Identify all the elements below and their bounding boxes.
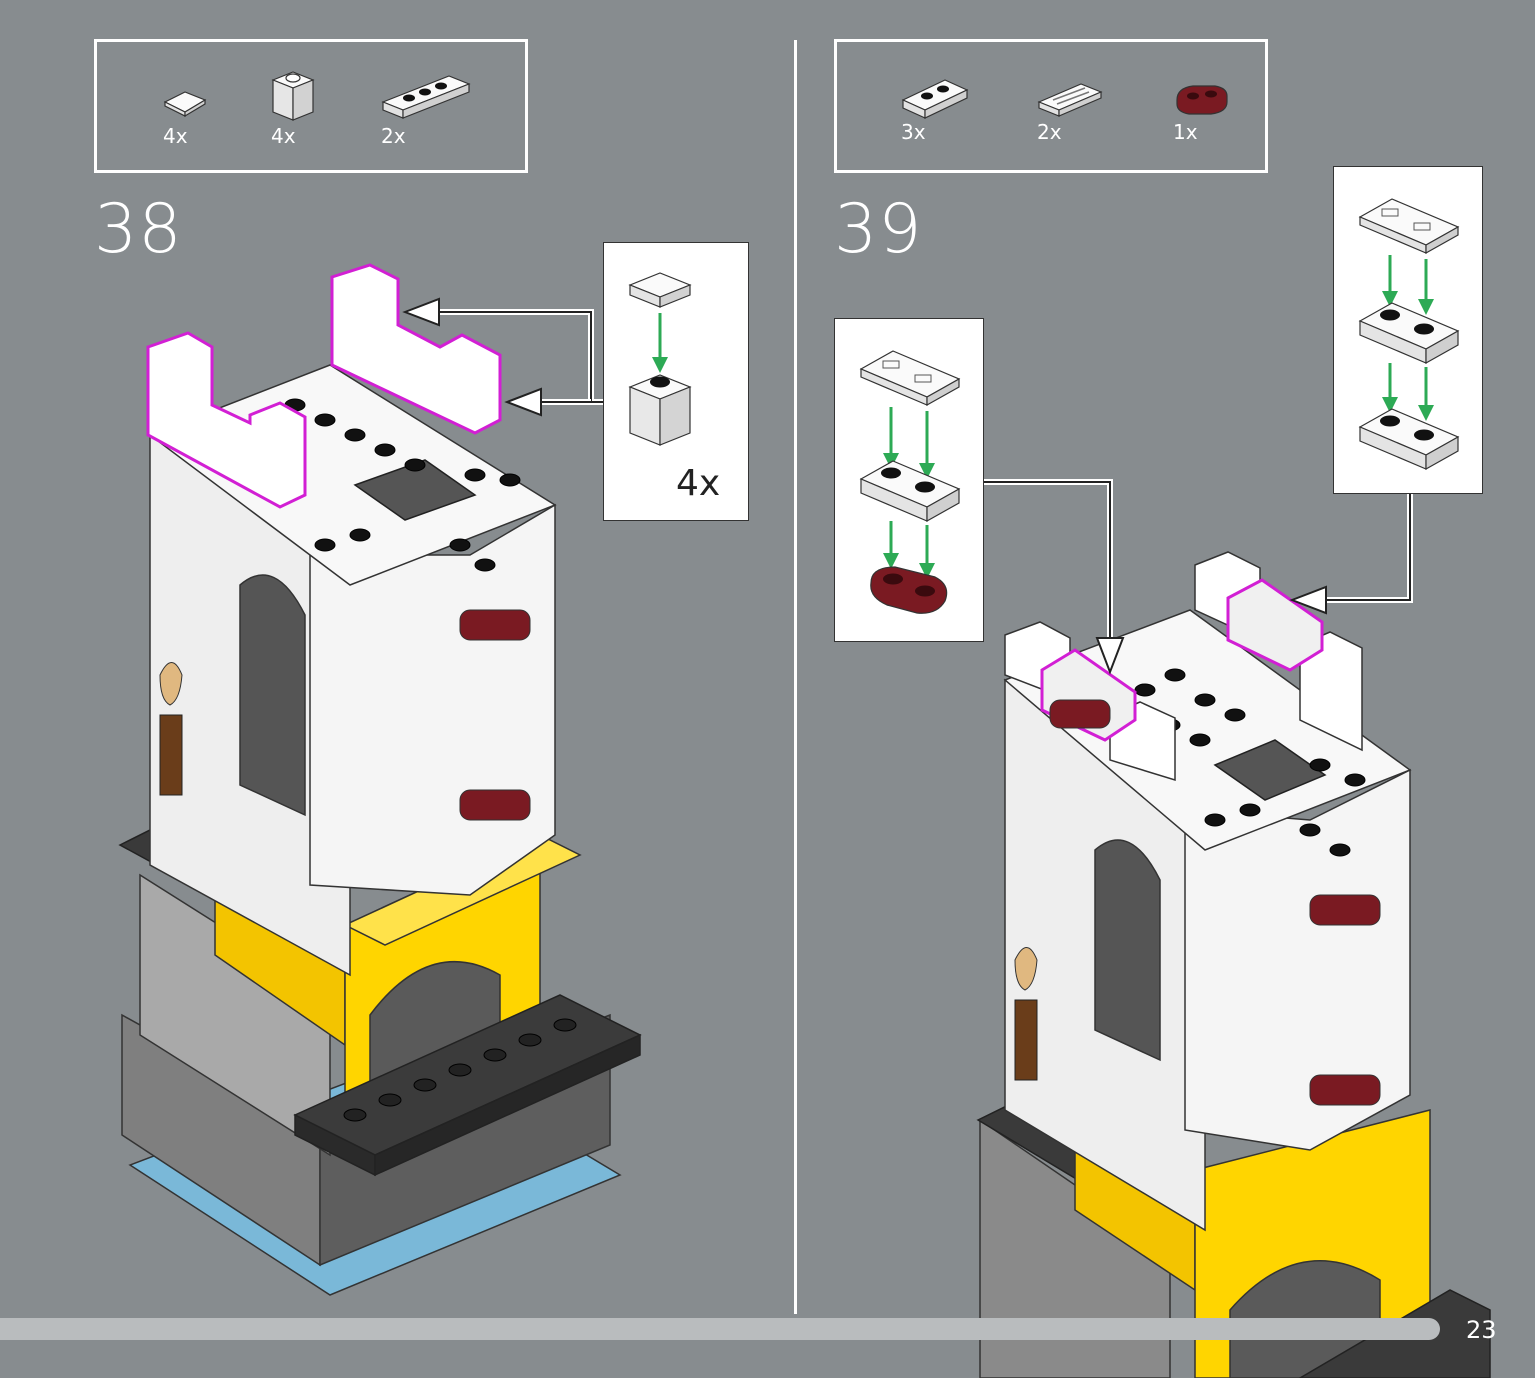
part-qty: 1x (1173, 120, 1198, 144)
white-tile-1x2-grille-icon (1037, 83, 1103, 117)
callout-qty: 4x (676, 463, 721, 504)
tile-onto-brick-diagram (628, 272, 692, 446)
part-qty: 3x (901, 120, 926, 144)
step-38-parts-box: 4x 4x 2x (94, 39, 528, 173)
castle-tower-model-step-38 (118, 263, 642, 1296)
step-39-callout-right (1333, 166, 1483, 494)
white-brick-1x1-icon (271, 71, 315, 121)
callout-arrows-step-38 (402, 297, 605, 417)
step-number: 39 (834, 190, 923, 269)
castle-tower-model-step-39 (976, 551, 1491, 1378)
white-plate-1x2-icon (901, 79, 969, 119)
tile-plate-plate-stack-diagram (1358, 198, 1460, 471)
step-number: 38 (94, 190, 183, 269)
dark-red-plate-1x2-rounded-icon (1176, 85, 1228, 115)
callout-arrows-step-39 (984, 479, 1413, 675)
part-qty: 4x (271, 124, 296, 148)
white-tile-1x1-icon (163, 91, 207, 118)
step-38-callout: 4x (603, 242, 749, 521)
step-39-callout-left (834, 318, 984, 642)
page-divider (794, 40, 797, 1314)
part-qty: 4x (163, 124, 188, 148)
step-39-parts-box: 3x 2x 1x (834, 39, 1268, 173)
tile-plate-stack-diagram (859, 350, 961, 614)
white-plate-1x4-icon (381, 75, 471, 119)
part-qty: 2x (381, 124, 406, 148)
page-number: 23 (1466, 1316, 1497, 1344)
part-qty: 2x (1037, 120, 1062, 144)
progress-bar (0, 1318, 1440, 1340)
